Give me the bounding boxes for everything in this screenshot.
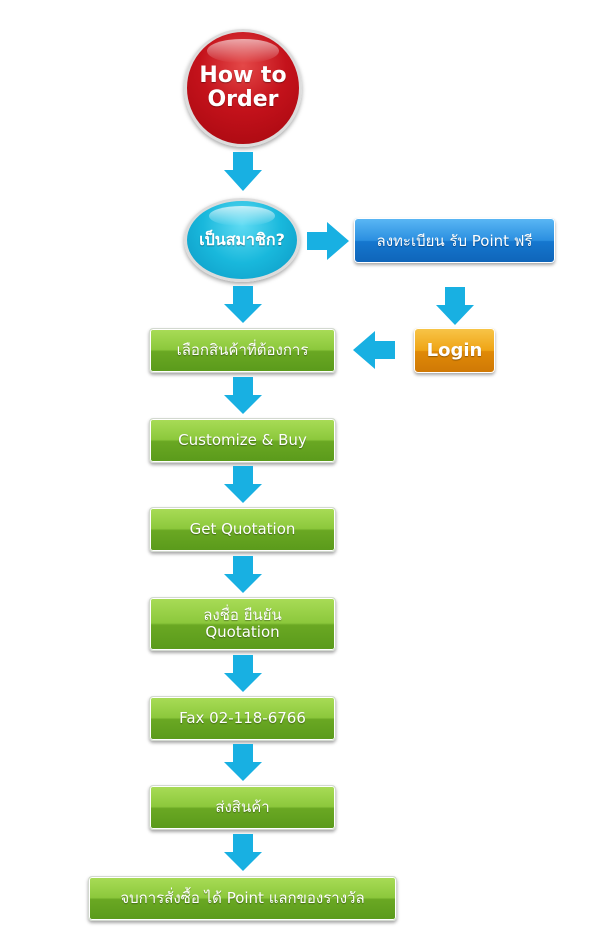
arrow-down-icon [436,287,474,325]
arrow-down-icon [224,744,262,781]
arrow-down-icon [224,466,262,503]
step-label: เลือกสินค้าที่ต้องการ [176,341,309,359]
step-label-line-1: ลงชื่อ ยืนยัน [203,606,282,624]
start-how-to-order: How to Order [184,29,302,147]
step-fax[interactable]: Fax 02-118-6766 [149,696,336,741]
arrow-left-icon [353,331,395,369]
step-label: Customize & Buy [178,431,307,449]
start-line-1: How to [199,63,287,88]
step-customize-buy[interactable]: Customize & Buy [149,418,336,463]
step-finish-order[interactable]: จบการสั่งซื้อ ได้ Point แลกของรางวัล [88,876,397,921]
arrow-down-icon [224,556,262,593]
step-get-quotation[interactable]: Get Quotation [149,507,336,552]
step-label-line-2: Quotation [205,623,280,641]
step-sign-confirm-quotation[interactable]: ลงชื่อ ยืนยัน Quotation [149,597,336,651]
arrow-right-icon [307,222,349,260]
register-label: ลงทะเบียน รับ Point ฟรี [376,231,533,250]
login-label: Login [426,340,483,361]
arrow-down-icon [224,377,262,414]
start-line-2: Order [207,87,279,112]
gloss-highlight [209,205,275,226]
step-label: Fax 02-118-6766 [179,709,306,727]
gloss-highlight [207,38,279,64]
arrow-down-icon [224,655,262,692]
step-label: Get Quotation [189,520,296,538]
step-label: ส่งสินค้า [215,798,270,816]
login-button[interactable]: Login [414,328,495,373]
decision-label: เป็นสมาชิก? [199,229,285,249]
step-label: จบการสั่งซื้อ ได้ Point แลกของรางวัล [120,889,365,907]
arrow-down-icon [224,152,262,191]
arrow-down-icon [224,286,262,323]
arrow-down-icon [224,834,262,871]
step-select-product[interactable]: เลือกสินค้าที่ต้องการ [149,328,336,373]
step-ship-product[interactable]: ส่งสินค้า [149,785,336,830]
decision-is-member: เป็นสมาชิก? [184,198,300,282]
register-button[interactable]: ลงทะเบียน รับ Point ฟรี [354,218,555,263]
